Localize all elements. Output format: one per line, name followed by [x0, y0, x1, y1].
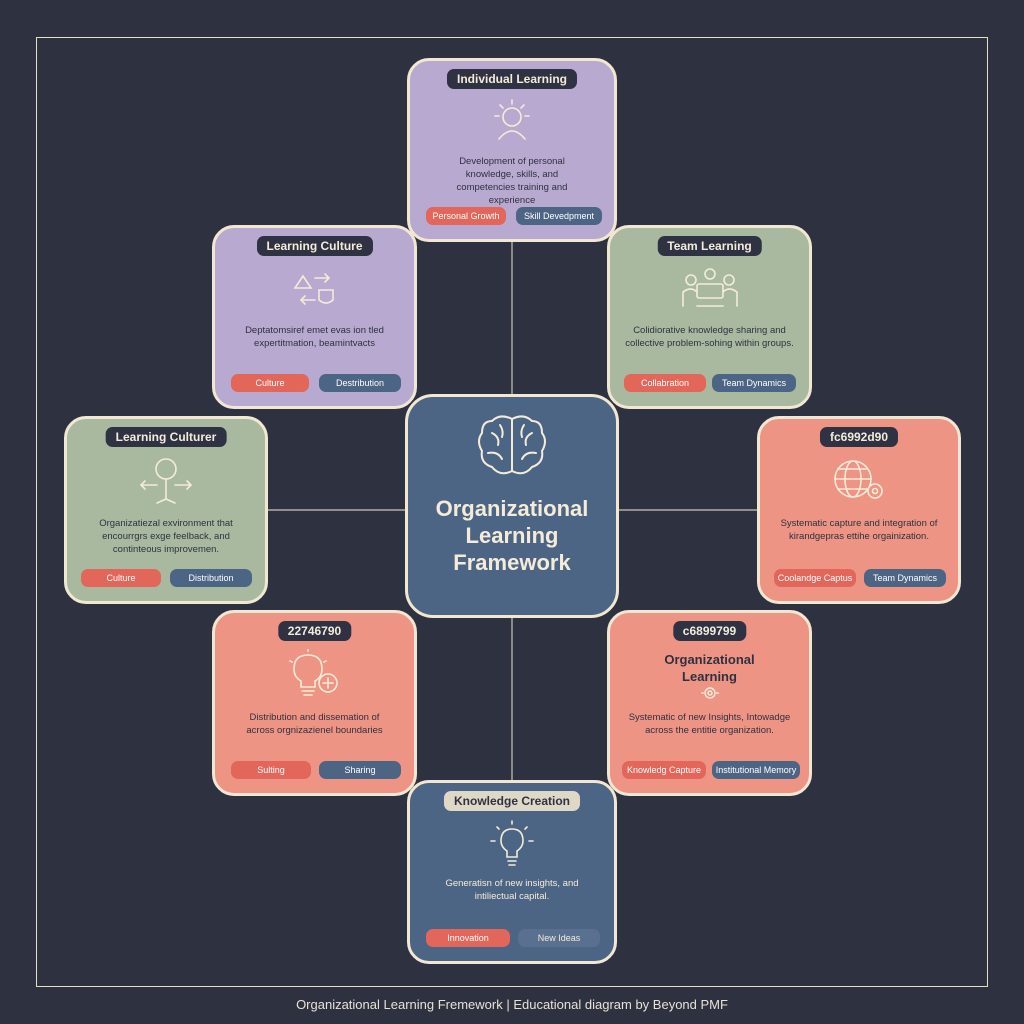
tag-collaboration[interactable]: Collabration — [624, 374, 706, 392]
tree-network-icon — [135, 455, 197, 505]
card-title: c6899799 — [672, 621, 747, 641]
card-team-learning[interactable]: Team Learning Colidiorative knowledge sh… — [607, 225, 812, 409]
card-description: Systematic capture and integration of ki… — [780, 518, 938, 542]
team-meeting-icon — [679, 266, 741, 312]
tag-knowledge-capture[interactable]: Coolandge Captus — [774, 569, 856, 587]
tag-distribution[interactable]: Distribution — [170, 569, 252, 587]
card-title: Individual Learning — [446, 69, 578, 89]
card-fc6992d90[interactable]: fc6992d90 Systematic capture and integra… — [757, 416, 961, 604]
tag-new-ideas[interactable]: New Ideas — [518, 929, 600, 947]
tag-team-dynamics[interactable]: Team Dynamics — [712, 374, 796, 392]
tag-culture[interactable]: Culture — [231, 374, 309, 392]
card-knowledge-creation[interactable]: Knowledge Creation Generatisn of new ins… — [407, 780, 617, 964]
center-framework-card[interactable]: Organizational Learning Framework — [405, 394, 619, 618]
card-title: Team Learning — [657, 236, 762, 256]
diagram-frame — [36, 37, 988, 987]
card-description: Organizatiezal exvironment that encourrg… — [99, 518, 233, 555]
person-idea-icon — [489, 97, 535, 143]
tag-sulting[interactable]: Sulting — [231, 761, 311, 779]
card-22746790[interactable]: 22746790 Distribution and dissemation of… — [212, 610, 417, 796]
tag-skill-development[interactable]: Skill Devedpment — [516, 207, 602, 225]
card-title: Learning Culture — [256, 236, 373, 256]
card-individual-learning[interactable]: Individual Learning Development of perso… — [407, 58, 617, 242]
card-description: Systematic of new Insights, Intowadge ac… — [628, 712, 791, 736]
card-description: Colidiorative knowledge sharing and coll… — [625, 325, 794, 349]
card-subtitle: Organizational Learning — [664, 652, 755, 684]
card-learning-culturer[interactable]: Learning Culturer Organizatiezal exviron… — [64, 416, 268, 604]
tag-team-dynamics[interactable]: Team Dynamics — [864, 569, 946, 587]
tag-sharing[interactable]: Sharing — [319, 761, 401, 779]
card-title: Knowledge Creation — [443, 791, 581, 811]
tag-distribution[interactable]: Destribution — [319, 374, 401, 392]
brain-icon — [472, 411, 552, 481]
footer-caption: Organizational Learning Fremework | Educ… — [296, 997, 728, 1012]
tag-innovation[interactable]: Innovation — [426, 929, 510, 947]
card-description: Deptatomsiref emet evas ion tled experti… — [245, 325, 384, 349]
tag-culture[interactable]: Culture — [81, 569, 161, 587]
card-title: fc6992d90 — [819, 427, 899, 447]
card-title: 22746790 — [277, 621, 352, 641]
card-c6899799[interactable]: c6899799 Organizational Learning Systema… — [607, 610, 812, 796]
gear-hands-icon — [699, 685, 721, 701]
card-description: Development of personal knowledge, skill… — [456, 156, 568, 206]
tag-personal-growth[interactable]: Personal Growth — [426, 207, 506, 225]
globe-gear-icon — [829, 455, 889, 505]
tag-institutional-memory[interactable]: Institutional Memory — [712, 761, 800, 779]
card-description: Generatisn of new insights, and intiliec… — [445, 878, 579, 902]
framework-title: Organizational Learning Framework — [435, 496, 589, 575]
card-title: Learning Culturer — [105, 427, 227, 447]
card-learning-culture[interactable]: Learning Culture Deptatomsiref emet evas… — [212, 225, 417, 409]
lightbulb-icon — [489, 819, 535, 867]
lightbulb-plus-icon — [286, 649, 344, 699]
exchange-arrows-icon — [289, 268, 341, 310]
card-description: Distribution and dissemation of across o… — [246, 712, 383, 736]
tag-knowledge-capture[interactable]: Knowledg Capture — [622, 761, 706, 779]
